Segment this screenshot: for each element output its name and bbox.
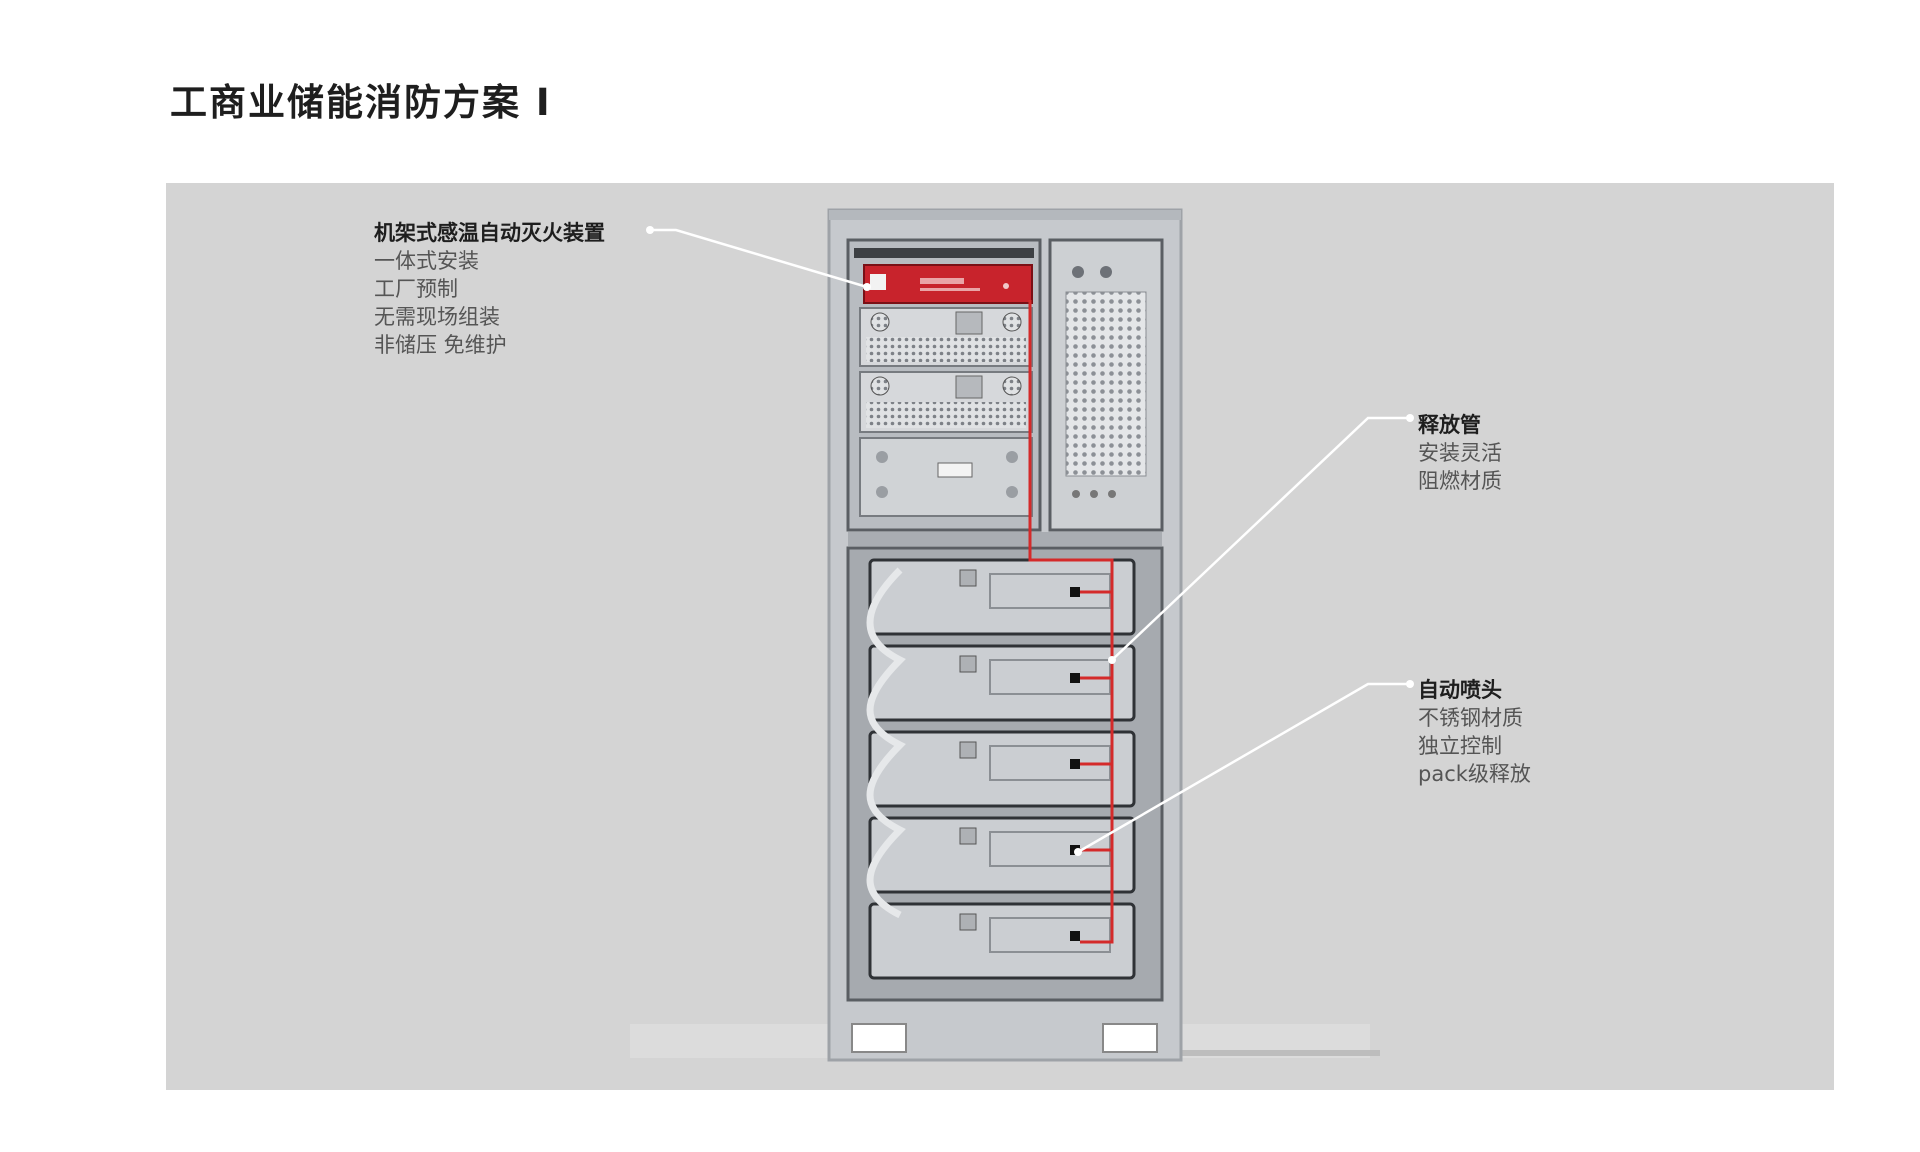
- leader-rack-suppression: [650, 228, 868, 289]
- cabinet-foot: [851, 1023, 907, 1053]
- ventilated-door: [1048, 238, 1164, 532]
- battery-cable: [866, 567, 906, 919]
- battery-pack: [868, 644, 1136, 722]
- callout-title: 机架式感温自动灭火装置: [374, 221, 605, 245]
- callout-line: 非储压 免维护: [374, 333, 507, 357]
- callout-auto-nozzle: 自动喷头 不锈钢材质 独立控制 pack级释放: [1418, 676, 1531, 788]
- cabinet-foot: [1102, 1023, 1158, 1053]
- battery-pack: [868, 816, 1136, 894]
- callout-release-pipe: 释放管 安装灵活 阻燃材质: [1418, 411, 1502, 495]
- callout-line: pack级释放: [1418, 762, 1531, 786]
- leader-auto-nozzle: [1077, 682, 1410, 854]
- energy-storage-cabinet: [827, 208, 1183, 1062]
- callout-line: 不锈钢材质: [1418, 706, 1523, 730]
- page-title: 工商业储能消防方案 I: [170, 81, 552, 124]
- release-pipe: [1028, 300, 1114, 944]
- callout-title: 自动喷头: [1418, 678, 1502, 702]
- callout-line: 安装灵活: [1418, 441, 1502, 465]
- callout-line: 阻燃材质: [1418, 469, 1502, 493]
- battery-pack: [868, 558, 1136, 636]
- battery-pack: [868, 902, 1136, 980]
- leader-release-pipe: [1111, 416, 1410, 661]
- callout-title: 释放管: [1418, 413, 1481, 437]
- callout-rack-suppression: 机架式感温自动灭火装置 一体式安装 工厂预制 无需现场组装 非储压 免维护: [374, 219, 605, 359]
- bms-module: [859, 437, 1033, 517]
- callout-line: 无需现场组装: [374, 305, 500, 329]
- rack-suppression-device: [863, 264, 1033, 304]
- control-module: [859, 371, 1033, 433]
- battery-pack: [868, 730, 1136, 808]
- callout-line: 一体式安装: [374, 249, 479, 273]
- callout-line: 工厂预制: [374, 277, 458, 301]
- leader-lines: [646, 226, 1414, 856]
- callout-line: 独立控制: [1418, 734, 1502, 758]
- control-module: [859, 307, 1033, 367]
